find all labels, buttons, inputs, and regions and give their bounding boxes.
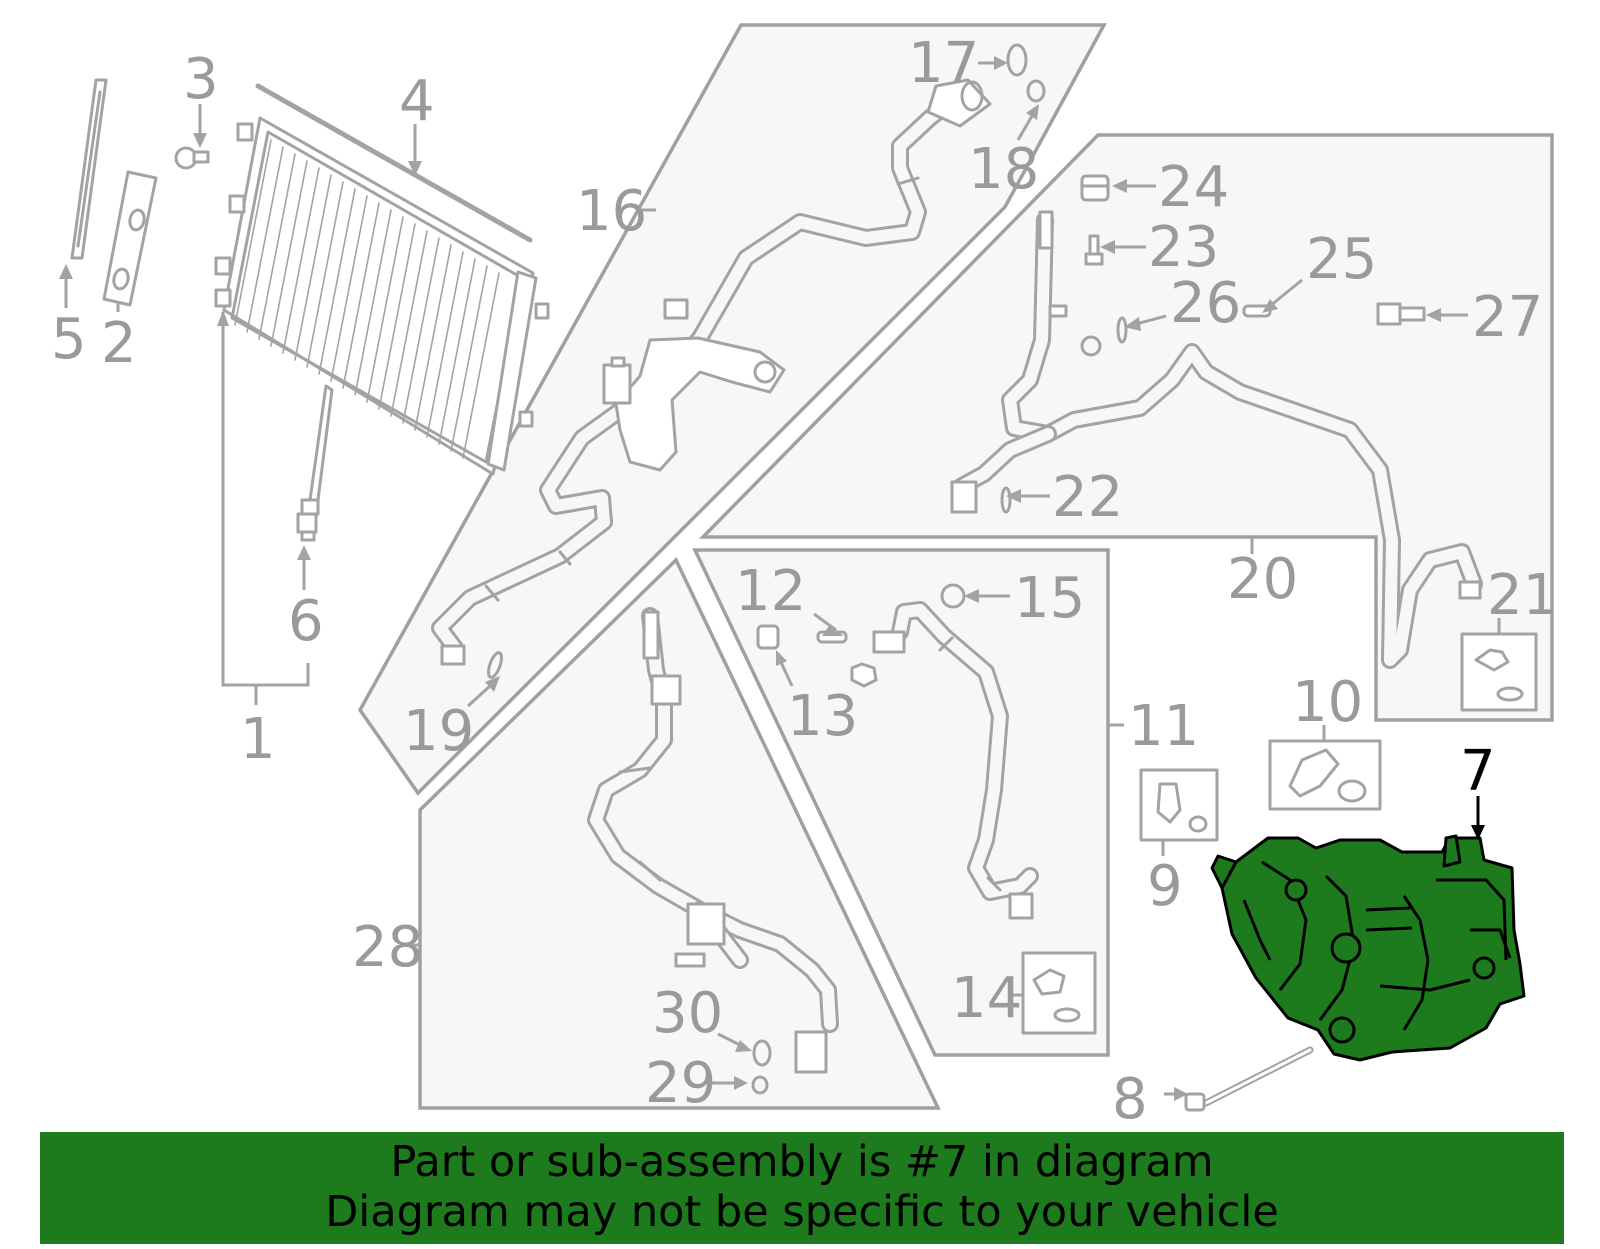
callout-16: 16: [576, 179, 647, 244]
o-ring-18: [1026, 79, 1046, 103]
callout-17: 17: [908, 31, 979, 96]
o-ring-29: [751, 1075, 769, 1095]
callout-13: 13: [787, 684, 858, 749]
callout-26: 26: [1170, 271, 1241, 336]
callout-28: 28: [352, 915, 423, 980]
callout-15: 15: [1014, 566, 1085, 631]
callout-29: 29: [645, 1051, 716, 1116]
o-ring-22: [1000, 486, 1012, 514]
callout-25: 25: [1306, 227, 1377, 292]
drain-stick-part: [296, 384, 334, 542]
callout-9: 9: [1147, 854, 1183, 919]
o-ring-19: [487, 651, 503, 679]
callout-27: 27: [1472, 285, 1543, 350]
sensor-27: [1376, 302, 1426, 326]
callout-3: 3: [183, 47, 219, 112]
tube-assembly-28: [587, 607, 839, 1074]
callout-labels: 1 2 3 4 5 6 7 8 9 10 11 12 13 14 15 16 1…: [51, 31, 1558, 1132]
tube-assembly-16: [431, 78, 992, 666]
callout-11: 11: [1128, 694, 1199, 759]
callout-1: 1: [240, 707, 276, 772]
hose-assembly-11: [872, 601, 1039, 920]
callout-18: 18: [968, 137, 1039, 202]
leader-lines: [59, 56, 1501, 1101]
condenser-part: [214, 116, 550, 476]
callout-12: 12: [735, 559, 806, 624]
panel-20: [698, 133, 1554, 722]
callout-4: 4: [399, 69, 435, 134]
gasket-kit-9: [1139, 768, 1219, 842]
callout-30: 30: [652, 981, 723, 1046]
bolt-part-8: [1184, 1046, 1314, 1112]
callout-10: 10: [1292, 670, 1363, 735]
cap-24: [1080, 174, 1110, 202]
callout-14: 14: [951, 966, 1022, 1031]
panel-11: [692, 548, 1110, 1057]
compressor-part-7-highlighted: [1210, 834, 1526, 1062]
valve-core-23: [1084, 234, 1104, 266]
seal-strip-part: [70, 78, 108, 260]
banner-line-part: Part or sub-assembly is #7 in diagram: [390, 1137, 1214, 1187]
callout-5: 5: [51, 307, 87, 372]
callout-20: 20: [1227, 547, 1298, 612]
callout-7: 7: [1460, 739, 1496, 804]
callout-19: 19: [403, 699, 474, 764]
info-banner: Part or sub-assembly is #7 in diagram Di…: [40, 1132, 1564, 1244]
gasket-kit-10: [1268, 739, 1382, 811]
callout-21: 21: [1487, 563, 1558, 628]
condenser-seal-part: [255, 83, 533, 243]
callout-6: 6: [288, 589, 324, 654]
callout-8: 8: [1112, 1067, 1148, 1132]
gasket-kit-21: [1460, 632, 1538, 712]
bracket-part: [102, 170, 158, 307]
callout-2: 2: [101, 311, 137, 376]
callout-22: 22: [1052, 465, 1123, 530]
tube-assembly-20: [950, 210, 1483, 669]
bolt-part-3: [174, 146, 210, 170]
o-ring-26: [1116, 316, 1128, 344]
leader-1: [221, 312, 310, 687]
callout-24: 24: [1158, 155, 1229, 220]
callout-23: 23: [1148, 215, 1219, 280]
banner-line-disclaimer: Diagram may not be specific to your vehi…: [325, 1187, 1279, 1237]
o-ring-17: [1006, 43, 1028, 77]
o-ring-30: [752, 1039, 772, 1067]
gasket-kit-14: [1021, 951, 1097, 1035]
cap-13: [756, 624, 878, 688]
